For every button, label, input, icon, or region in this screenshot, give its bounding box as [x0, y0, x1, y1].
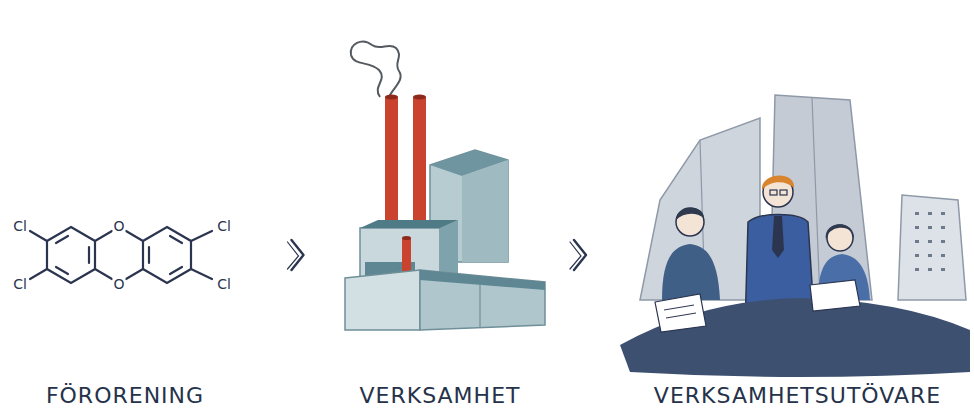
office-illustration: [620, 95, 970, 377]
factory-illustration: [345, 42, 545, 330]
atom-label: O: [112, 276, 125, 292]
node-caption: FÖRORENING: [0, 383, 250, 409]
illustrated-node: VERKSAMHET: [345, 30, 535, 415]
atom-label: Cl: [12, 218, 28, 234]
molecule-structure: [30, 227, 212, 283]
chevron-connector: [535, 240, 625, 270]
atom-label: Cl: [216, 218, 232, 234]
chevron-connector: [250, 240, 345, 270]
node-caption: VERKSAMHETSUTÖVARE: [625, 383, 970, 409]
node-caption: VERKSAMHET: [345, 383, 535, 409]
illustrated-node: VERKSAMHETSUTÖVARE: [625, 85, 970, 415]
atom-label: Cl: [12, 276, 28, 292]
atom-label: O: [112, 218, 125, 234]
atom-label: Cl: [216, 276, 232, 292]
